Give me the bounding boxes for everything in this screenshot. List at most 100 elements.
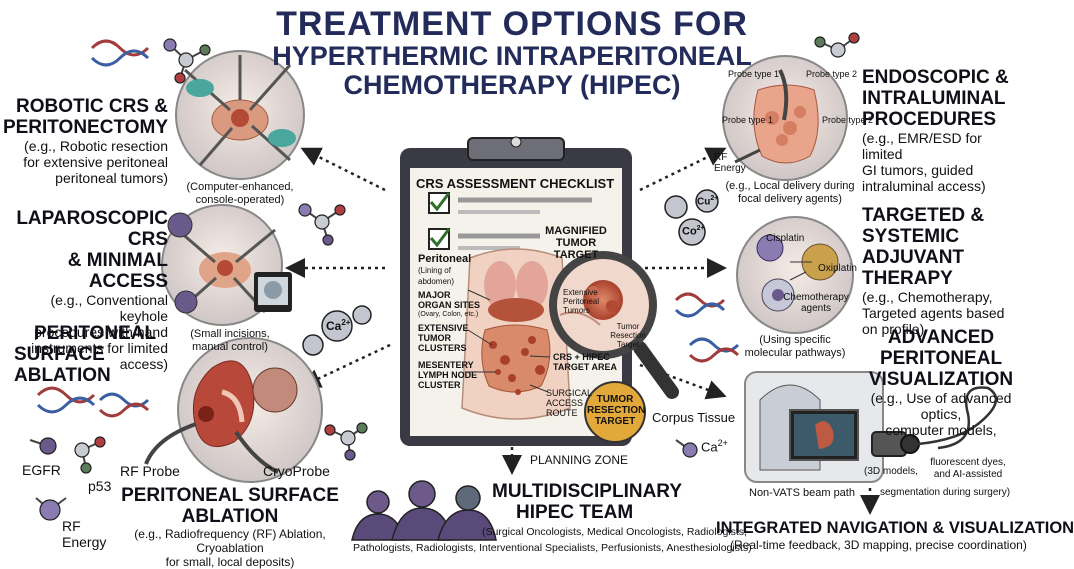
rf-energy-left-label: RF Energy <box>62 518 106 550</box>
laparoscopic-heading-2: & MINIMAL ACCESS <box>67 250 168 292</box>
rf-energy-right-1: RF <box>714 152 728 163</box>
mes-1: MESENTERY <box>418 360 474 370</box>
peritoneal-3: abdomen) <box>418 277 455 286</box>
cryo-probe-label: CryoProbe <box>263 463 330 479</box>
title-line-3: CHEMOTHERAPY (HIPEC) <box>343 70 681 100</box>
rf-energy-right-label: RF Energy <box>714 152 746 174</box>
ca-ion-2-text: Ca <box>701 439 718 455</box>
cisplatin-label: Cisplatin <box>766 233 805 244</box>
page-title: TREATMENT OPTIONS FOR HYPERTHERMIC INTRA… <box>0 6 1024 100</box>
endoscopic-heading-2: INTRALUMINAL <box>862 88 1006 109</box>
crs-target-label: CRS + HIPEC TARGET AREA <box>553 352 617 372</box>
ca-ion-2-charge: 2+ <box>717 438 728 448</box>
ion-bubbles <box>302 189 719 356</box>
probe-type-2-b: Probe type 2 <box>822 115 874 125</box>
navigation-heading: INTEGRATED NAVIGATION & VISUALIZATION <box>716 519 1074 537</box>
ablation-bottom-heading-2: ABLATION <box>181 506 279 527</box>
ca-ion-text: Ca <box>326 319 342 333</box>
molecule-decor <box>29 32 860 521</box>
team-desc-1: (Surgical Oncologists, Medical Oncologis… <box>482 526 747 538</box>
robotic-desc-3: peritoneal tumors) <box>55 170 168 186</box>
ablation-illustration <box>144 337 323 483</box>
title-line-1: TREATMENT OPTIONS FOR <box>276 5 748 43</box>
endoscopic-heading-3: PROCEDURES <box>862 109 997 130</box>
viz-note-2: fluorescent dyes, <box>930 457 1006 468</box>
endoscopic-caption: (e.g., Local delivery during focal deliv… <box>720 180 860 206</box>
illustration-canvas <box>29 32 998 541</box>
peritoneal-2: (Lining of <box>418 266 451 275</box>
team-section: MULTIDISCIPLINARY HIPEC TEAM <box>492 481 692 523</box>
targeted-illustration <box>736 216 854 334</box>
ablation-top-heading-2: SURFACE ABLATION <box>14 344 111 386</box>
probe-type-2-a: Probe type 2 <box>806 69 858 79</box>
visualization-desc-2: computer models, <box>885 422 997 438</box>
visualization-illustration <box>744 371 998 483</box>
tumor-resection-badge <box>584 381 646 443</box>
viz-note-1: (3D models, <box>864 466 918 477</box>
robotic-caption-2: console-operated) <box>195 194 285 206</box>
team-illustration <box>351 480 497 541</box>
planning-zone-label: PLANNING ZONE <box>530 453 629 467</box>
targeted-heading-3: ADJUVANT THERAPY <box>862 247 965 289</box>
magnified-2: TUMOR <box>555 237 597 249</box>
organ-sites-label: MAJOR ORGAN SITES (Ovary, Colon, etc.) <box>418 290 480 320</box>
ca-ion-label-2: Ca2+ <box>701 438 728 454</box>
resect-2: RESECTION <box>587 405 646 416</box>
magnifier <box>549 251 679 399</box>
visualization-desc-1: (e.g., Use of advanced optics, <box>870 390 1012 422</box>
rf-energy-left-1: RF <box>62 518 81 534</box>
access-1: SURGICAL <box>546 388 593 398</box>
viz-note-4: segmentation during surgery) <box>880 487 1011 498</box>
robotic-section: ROBOTIC CRS & PERITONECTOMY (e.g., Robot… <box>0 96 168 186</box>
dna-helix-decor <box>36 39 740 418</box>
crs-target-2: TARGET AREA <box>553 362 617 372</box>
navigation-section: INTEGRATED NAVIGATION & VISUALIZATION (R… <box>716 518 1074 552</box>
ext-3: CLUSTERS <box>418 343 467 353</box>
targeted-desc-1: (e.g., Chemotherapy, <box>862 289 993 305</box>
lens-1: Extensive <box>563 288 598 297</box>
targeted-caption: (Using specific molecular pathways) <box>735 334 855 360</box>
viz-note-block: fluorescent dyes, and AI-assisted <box>912 457 1024 481</box>
laparoscopic-caption: (Small incisions, manual control) <box>180 328 280 354</box>
co-ion-text: Co <box>682 225 697 238</box>
lens-2: Peritoneal <box>563 297 600 306</box>
probe-type-1-a: Probe type 1 <box>728 69 780 79</box>
endoscopic-caption-1: (e.g., Local delivery during <box>725 180 855 192</box>
viz-note-3: and AI-assisted <box>933 469 1003 480</box>
peritoneal-1: Peritoneal <box>418 253 472 265</box>
p53-label: p53 <box>88 478 112 494</box>
beam-path-label: Non-VATS beam path <box>749 487 855 499</box>
organ-1: MAJOR <box>418 290 451 300</box>
endoscopic-desc-1: (e.g., EMR/ESD for limited <box>862 130 982 162</box>
team-heading-1: MULTIDISCIPLINARY <box>492 481 682 502</box>
targeted-section: TARGETED & SYSTEMIC ADJUVANT THERAPY (e.… <box>862 205 1024 337</box>
laparoscopic-heading-1: LAPAROSCOPIC CRS <box>16 208 168 250</box>
peritoneal-label: Peritoneal (Lining of abdomen) <box>418 254 471 287</box>
resect-1: TUMOR <box>596 394 634 405</box>
visualization-heading-3: VISUALIZATION <box>868 369 1014 390</box>
endoscopic-section: ENDOSCOPIC & INTRALUMINAL PROCEDURES (e.… <box>862 67 1024 194</box>
robotic-caption: (Computer-enhanced, console-operated) <box>180 181 300 207</box>
chemo-1: Chemotherapy <box>783 292 849 303</box>
lens-5: Resection <box>610 331 646 340</box>
egfr-label: EGFR <box>22 462 61 478</box>
robotic-caption-1: (Computer-enhanced, <box>186 181 294 193</box>
connector-arrows <box>285 147 880 515</box>
rf-energy-right-2: Energy <box>714 163 746 174</box>
lens-4: Tumor <box>616 322 640 331</box>
cu-ion-charge: 2+ <box>710 195 719 202</box>
mes-2: LYMPH NODE <box>418 370 478 380</box>
endoscopic-desc-2: GI tumors, guided <box>862 162 974 178</box>
checklist-title: CRS ASSESSMENT CHECKLIST <box>416 176 615 191</box>
rf-probe-label: RF Probe <box>120 463 180 479</box>
laparoscopic-illustration <box>161 204 292 326</box>
laparoscopic-caption-2: manual control) <box>192 341 268 353</box>
organ-2: ORGAN SITES <box>418 300 481 310</box>
laparoscopic-section: LAPAROSCOPIC CRS & MINIMAL ACCESS (e.g.,… <box>0 208 168 372</box>
team-heading-2: HIPEC TEAM <box>516 502 634 523</box>
targeted-desc-3: on profile) <box>862 321 925 337</box>
laparoscopic-desc-2: procedures with hand <box>34 324 168 340</box>
corpus-tissue-label: Corpus Tissue <box>652 410 736 425</box>
ext-1: EXTENSIVE <box>418 323 469 333</box>
ablation-bottom-desc-1: (e.g., Radiofrequency (RF) Ablation, Cry… <box>134 527 326 555</box>
